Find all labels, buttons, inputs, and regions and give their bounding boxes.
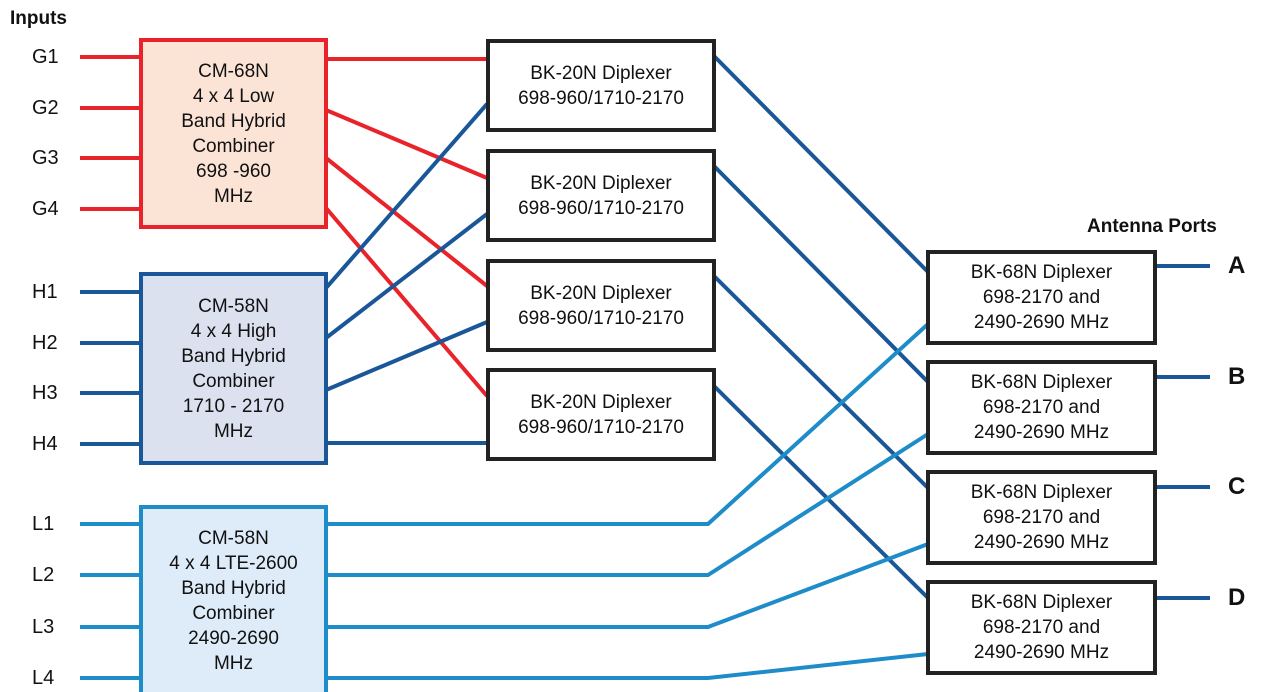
low-combiner-line-1: CM-68N (198, 60, 269, 82)
bk68n-diplexer-b: BK-68N Diplexer 698-2170 and 2490-2690 M… (926, 360, 1157, 455)
lte-combiner-line-5: 2490-2690 (188, 627, 279, 649)
bk68n-range-2: 2490-2690 MHz (973, 642, 1110, 663)
high-combiner-line-6: MHz (213, 420, 254, 442)
low-out-4 (324, 206, 489, 398)
bk20n-title: BK-20N Diplexer (530, 172, 672, 194)
bk68n-range-2: 2490-2690 MHz (973, 312, 1110, 333)
bk20n-title: BK-20N Diplexer (530, 391, 672, 413)
input-label-l1: L1 (32, 513, 55, 535)
antenna-port-a: A (1228, 252, 1246, 279)
input-label-h4: H4 (32, 433, 58, 455)
input-label-l3: L3 (32, 616, 55, 638)
lte-combiner-line-6: MHz (213, 652, 254, 674)
low-combiner-line-5: 698 -960 (195, 160, 271, 182)
bk20-4-out (712, 384, 930, 600)
low-combiner-line-6: MHz (213, 185, 254, 207)
high-combiner-line-2: 4 x 4 High (190, 320, 277, 342)
bk20n-diplexer-2: BK-20N Diplexer 698-960/1710-2170 (486, 149, 716, 242)
bk20n-range: 698-960/1710-2170 (518, 87, 684, 109)
input-label-g3: G3 (32, 147, 59, 169)
bk20n-title: BK-20N Diplexer (530, 62, 672, 84)
bk68n-diplexer-a: BK-68N Diplexer 698-2170 and 2490-2690 M… (926, 250, 1157, 345)
input-label-l4: L4 (32, 667, 55, 689)
high-combiner-line-3: Band Hybrid (181, 345, 286, 367)
bk68n-range-1: 698-2170 and (982, 507, 1101, 528)
input-label-g4: G4 (32, 198, 59, 220)
bk68n-title: BK-68N Diplexer (970, 592, 1113, 613)
bk20n-title: BK-20N Diplexer (530, 282, 672, 304)
input-label-l2: L2 (32, 564, 55, 586)
bk68n-diplexer-c: BK-68N Diplexer 698-2170 and 2490-2690 M… (926, 470, 1157, 565)
antenna-port-c: C (1228, 473, 1246, 500)
high-out-2 (324, 212, 489, 340)
bk68n-title: BK-68N Diplexer (970, 482, 1113, 503)
lte-combiner-line-3: Band Hybrid (181, 577, 286, 599)
high-band-combiner: CM-58N 4 x 4 High Band Hybrid Combiner 1… (139, 272, 328, 465)
high-combiner-line-1: CM-58N (198, 295, 269, 317)
high-combiner-line-4: Combiner (192, 370, 275, 392)
input-label-h3: H3 (32, 382, 58, 404)
antenna-port-d: D (1228, 584, 1246, 611)
lte-combiner-line-4: Combiner (192, 602, 275, 624)
bk20n-diplexer-1: BK-20N Diplexer 698-960/1710-2170 (486, 39, 716, 132)
lte-out-3 (326, 542, 929, 629)
bk20n-range: 698-960/1710-2170 (518, 307, 684, 329)
bk20n-range: 698-960/1710-2170 (518, 197, 684, 219)
high-out-1 (324, 102, 489, 290)
bk20n-diplexer-4: BK-20N Diplexer 698-960/1710-2170 (486, 368, 716, 461)
bk68n-range-2: 2490-2690 MHz (973, 422, 1110, 443)
low-band-combiner: CM-68N 4 x 4 Low Band Hybrid Combiner 69… (139, 38, 328, 229)
bk68n-range-1: 698-2170 and (982, 287, 1101, 308)
bk68n-range-2: 2490-2690 MHz (973, 532, 1110, 553)
input-label-h2: H2 (32, 332, 58, 354)
lte-out-4 (326, 652, 929, 680)
antenna-port-b: B (1228, 363, 1246, 390)
bk20-2-out (712, 164, 930, 384)
lte-combiner-line-2: 4 x 4 LTE-2600 (169, 552, 298, 574)
bk68n-title: BK-68N Diplexer (970, 372, 1113, 393)
bk68n-range-1: 698-2170 and (982, 617, 1101, 638)
low-combiner-line-4: Combiner (192, 135, 275, 157)
bk68n-range-1: 698-2170 and (982, 397, 1101, 418)
antenna-ports-header: Antenna Ports (1087, 216, 1217, 237)
lte-combiner-line-1: CM-58N (198, 527, 269, 549)
input-label-g1: G1 (32, 46, 59, 68)
bk68n-diplexer-d: BK-68N Diplexer 698-2170 and 2490-2690 M… (926, 580, 1157, 675)
input-label-g2: G2 (32, 97, 59, 119)
low-out-2 (325, 108, 488, 180)
bk20n-diplexer-3: BK-20N Diplexer 698-960/1710-2170 (486, 259, 716, 352)
bk20-3-out (712, 274, 930, 490)
low-out-3 (324, 156, 489, 288)
input-label-h1: H1 (32, 281, 58, 303)
bk20-1-out (712, 54, 930, 274)
high-out-3 (325, 320, 488, 392)
high-combiner-line-5: 1710 - 2170 (182, 395, 285, 417)
lte-out-2 (326, 432, 930, 577)
lte-out-1 (326, 322, 930, 526)
lte-band-combiner: CM-58N 4 x 4 LTE-2600 Band Hybrid Combin… (139, 505, 328, 692)
inputs-header: Inputs (10, 8, 67, 29)
low-combiner-line-2: 4 x 4 Low (192, 85, 275, 107)
bk20n-range: 698-960/1710-2170 (518, 416, 684, 438)
low-combiner-line-3: Band Hybrid (181, 110, 286, 132)
bk68n-title: BK-68N Diplexer (970, 262, 1113, 283)
